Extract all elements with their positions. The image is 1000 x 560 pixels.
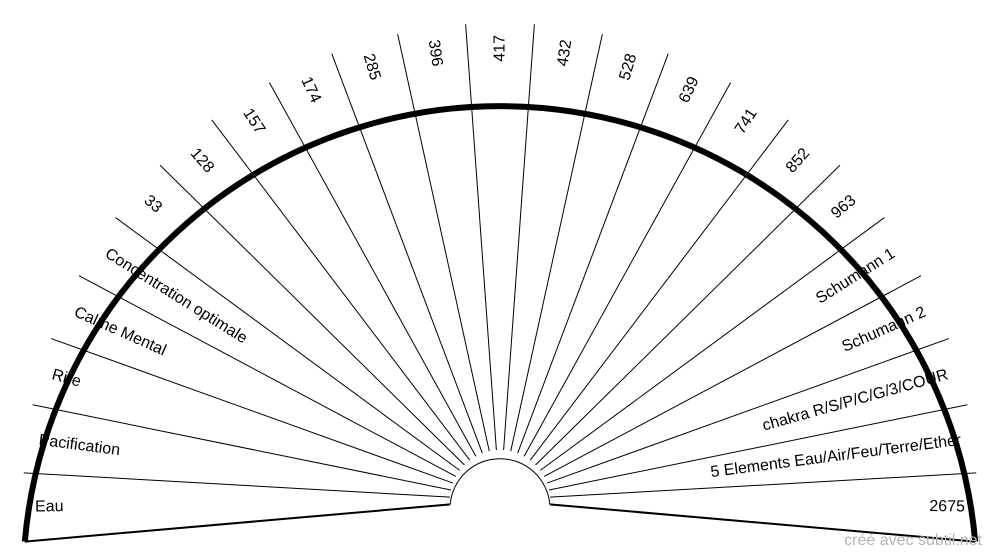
- sector-divider: [50, 338, 454, 484]
- sector-label: 285: [360, 52, 384, 83]
- sector-divider: [465, 24, 497, 451]
- sector-divider: [539, 217, 885, 471]
- sector-divider: [397, 34, 490, 452]
- sector-label: 33: [141, 192, 166, 217]
- sector-label: 852: [783, 145, 813, 176]
- sector-divider: [535, 164, 841, 466]
- sector-label: 128: [187, 145, 217, 176]
- sector-divider: [529, 119, 789, 461]
- sector-divider: [32, 404, 452, 491]
- sector-divider: [211, 119, 471, 461]
- credit-text: créé avec subtil.net: [844, 532, 982, 549]
- sector-label: 157: [239, 106, 268, 138]
- sector-label: Eau: [35, 498, 64, 515]
- sector-label: 2675: [929, 498, 965, 516]
- sector-dividers: [23, 24, 977, 543]
- sector-divider: [331, 53, 483, 454]
- sector-label: 639: [676, 74, 703, 105]
- sector-divider: [78, 275, 457, 477]
- sector-label: 174: [297, 74, 324, 105]
- sector-divider: [503, 24, 535, 451]
- sector-divider: [23, 472, 451, 498]
- sector-divider: [115, 217, 461, 471]
- sector-divider: [24, 503, 451, 543]
- outer-arc: [21, 103, 979, 542]
- sector-label: 741: [732, 105, 761, 137]
- inner-arc: [449, 458, 551, 505]
- sector-label: 528: [616, 52, 640, 83]
- sector-divider: [546, 338, 950, 484]
- sector-divider: [510, 34, 603, 452]
- sector-divider: [517, 53, 669, 454]
- sector-label: Pacification: [38, 432, 121, 459]
- sector-divider: [523, 82, 732, 457]
- sector-divider: [268, 82, 477, 457]
- sector-label: 5 Elements Eau/Air/Feu/Terre/Ether: [710, 432, 963, 481]
- sector-divider: [549, 503, 976, 543]
- sector-divider: [159, 164, 465, 466]
- sector-label: 396: [425, 39, 446, 68]
- sector-label: 417: [492, 35, 509, 62]
- sector-divider: [548, 404, 968, 491]
- sector-label: chakra R/S/P/C/G/3/COUR: [761, 366, 951, 434]
- sector-label: 432: [555, 39, 576, 68]
- sector-divider: [543, 275, 922, 477]
- sector-label: 963: [828, 192, 859, 222]
- sector-divider: [549, 472, 977, 498]
